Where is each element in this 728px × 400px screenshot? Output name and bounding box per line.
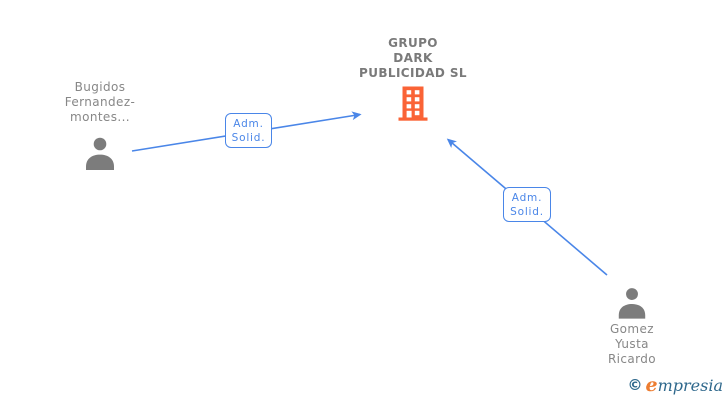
edge-label-adm-solid-1: Adm. Solid.	[225, 113, 272, 148]
company-name-line: DARK	[393, 51, 433, 65]
company-name-line: PUBLICIDAD SL	[359, 66, 467, 80]
company-name: GRUPO DARK PUBLICIDAD SL	[342, 36, 484, 81]
company-node[interactable]: GRUPO DARK PUBLICIDAD SL	[342, 36, 484, 121]
edge-label-line: Solid.	[231, 131, 266, 144]
company-name-line: GRUPO	[388, 36, 438, 50]
edge-label-line: Solid.	[510, 205, 544, 218]
building-icon	[398, 86, 428, 121]
brand-text: empresia	[646, 374, 724, 396]
brand-rest: mpresia	[657, 376, 723, 395]
person-icon	[86, 137, 114, 170]
person-name-line: Gomez	[609, 322, 654, 336]
person-node-gomez[interactable]: Gomez Yusta Ricardo	[573, 287, 691, 367]
edge-label-line: Adm.	[511, 191, 543, 204]
empresia-logo: © empresia	[628, 374, 724, 396]
edge-label-adm-solid-2: Adm. Solid.	[503, 187, 551, 222]
person-name-line: Yusta	[615, 337, 649, 351]
person-node-bugidos[interactable]: Bugidos Fernandez- montes...	[40, 80, 160, 170]
person-name-line: montes...	[69, 110, 131, 124]
person-name-line: Ricardo	[607, 352, 657, 366]
edge-label-line: Adm.	[233, 117, 264, 130]
person-name-line: Bugidos	[74, 80, 126, 94]
person-name: Bugidos Fernandez- montes...	[40, 80, 160, 125]
brand-first-letter: e	[645, 374, 658, 396]
person-name-line: Fernandez-	[64, 95, 136, 109]
copyright-icon: ©	[627, 376, 643, 394]
person-name: Gomez Yusta Ricardo	[573, 322, 691, 367]
person-icon	[618, 288, 646, 319]
